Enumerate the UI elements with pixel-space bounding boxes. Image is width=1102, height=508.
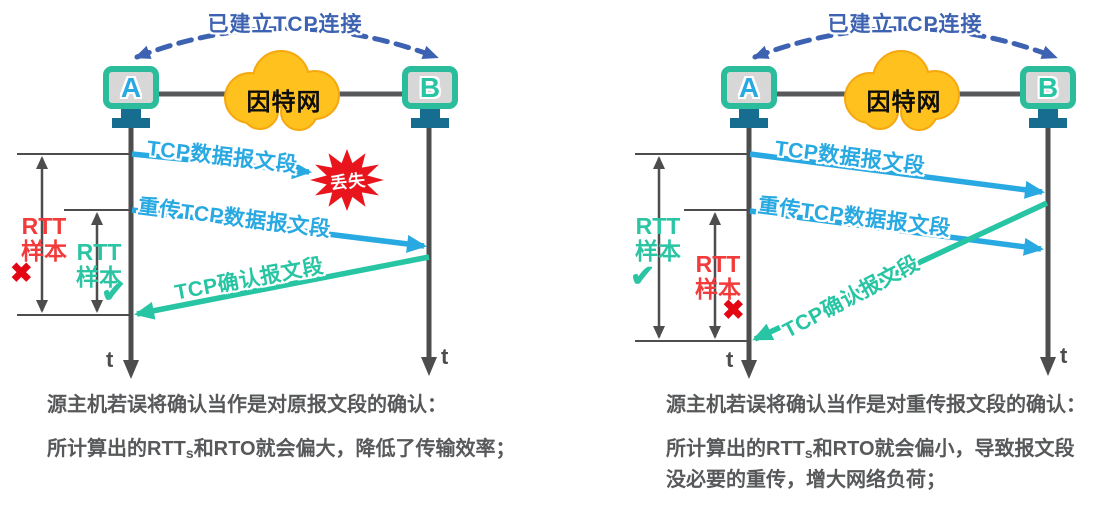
cross-icon: ✖ xyxy=(10,258,33,288)
timeline-diagram-right xyxy=(635,26,1058,379)
caption-line2: 所计算出的RTTs和RTO就会偏大，降低了传输效率； xyxy=(47,436,516,467)
cross-icon: ✖ xyxy=(722,295,745,325)
tcp-connection-arc xyxy=(134,26,439,60)
timeline-b-arrowhead xyxy=(421,357,437,376)
time-axis-label-a: t xyxy=(726,347,734,372)
retrans-segment-arrow xyxy=(131,207,427,253)
panel-original-ack: 已建立TCP连接 因特网 A B TCP数据报文段 重传TCP数据报文段 TCP… xyxy=(10,13,516,467)
connection-established-label: 已建立TCP连接 xyxy=(207,13,363,36)
host-b-monitor: B xyxy=(402,66,458,109)
timeline-diagram-left xyxy=(17,26,439,379)
lost-label: 丢失 xyxy=(329,170,368,194)
caption-line2-pre: 所计算出的RTT xyxy=(47,438,186,460)
host-b-monitor: B xyxy=(1020,66,1076,109)
host-b-label: B xyxy=(1037,71,1059,103)
time-axis-label-a: t xyxy=(106,347,114,372)
data-segment-arrow xyxy=(131,151,312,180)
caption-line1: 源主机若误将确认当作是对重传报文段的确认： xyxy=(666,394,1086,416)
host-a-monitor: A xyxy=(103,66,159,109)
host-b-stand-base xyxy=(411,118,449,128)
tcp-connection-arc xyxy=(752,26,1058,60)
internet-cloud-icon xyxy=(224,50,340,131)
data-segment-arrow xyxy=(749,151,1045,199)
timeline-a-arrowhead xyxy=(123,360,139,379)
caption-line2-subscript: s xyxy=(804,445,813,461)
caption-line1: 源主机若误将确认当作是对原报文段的确认： xyxy=(47,394,447,416)
host-a-label: A xyxy=(120,71,142,103)
ack-segment-arrow xyxy=(134,254,430,320)
host-b-stand-neck xyxy=(1038,109,1058,118)
check-icon: ✔ xyxy=(630,260,656,293)
caption-line2-post: 和RTO就会偏大，降低了传输效率； xyxy=(193,438,516,460)
caption-line2-subscript: s xyxy=(185,445,194,461)
host-a-monitor: A xyxy=(721,66,777,109)
internet-cloud-icon xyxy=(844,50,960,131)
panel-retrans-ack: 已建立TCP连接 因特网 A B TCP数据报文段 重传TCP数据报文段 TCP… xyxy=(551,0,1102,508)
time-axis-label-b: t xyxy=(441,344,449,369)
host-a-label: A xyxy=(738,71,760,103)
time-axis-label-b: t xyxy=(1060,343,1068,368)
internet-label: 因特网 xyxy=(866,89,942,116)
host-b-stand-base xyxy=(1029,118,1067,128)
timeline-b-arrowhead xyxy=(1040,357,1056,376)
rtt-sample-outer-label: RTT 样本 xyxy=(21,213,67,264)
caption-line2: 所计算出的RTTs和RTO就会偏小，导致报文段 没必要的重传，增大网络负荷； xyxy=(666,436,1102,494)
host-a-stand-neck xyxy=(121,109,141,118)
rtt-sample-inner-label: RTT 样本 xyxy=(76,239,122,290)
ack-segment-arrow xyxy=(752,200,1049,342)
host-a-stand-neck xyxy=(739,109,759,118)
retrans-segment-arrow xyxy=(749,208,1044,256)
internet-label: 因特网 xyxy=(246,89,322,116)
caption-line2-pre: 所计算出的RTT xyxy=(666,438,805,460)
lost-burst-icon xyxy=(310,149,384,211)
caption-line2-post: 和RTO就会偏小，导致报文段 没必要的重传，增大网络负荷； xyxy=(666,438,1075,491)
host-a-stand-base xyxy=(730,118,768,128)
rtt-sample-outer-label: RTT 样本 xyxy=(635,213,681,264)
rtt-sample-inner-label: RTT 样本 xyxy=(695,251,741,302)
host-a-stand-base xyxy=(112,118,150,128)
connection-established-label: 已建立TCP连接 xyxy=(827,13,983,36)
host-b-stand-neck xyxy=(420,109,440,118)
host-b-label: B xyxy=(419,71,441,103)
check-icon: ✔ xyxy=(101,276,127,309)
timeline-a-arrowhead xyxy=(741,360,757,379)
